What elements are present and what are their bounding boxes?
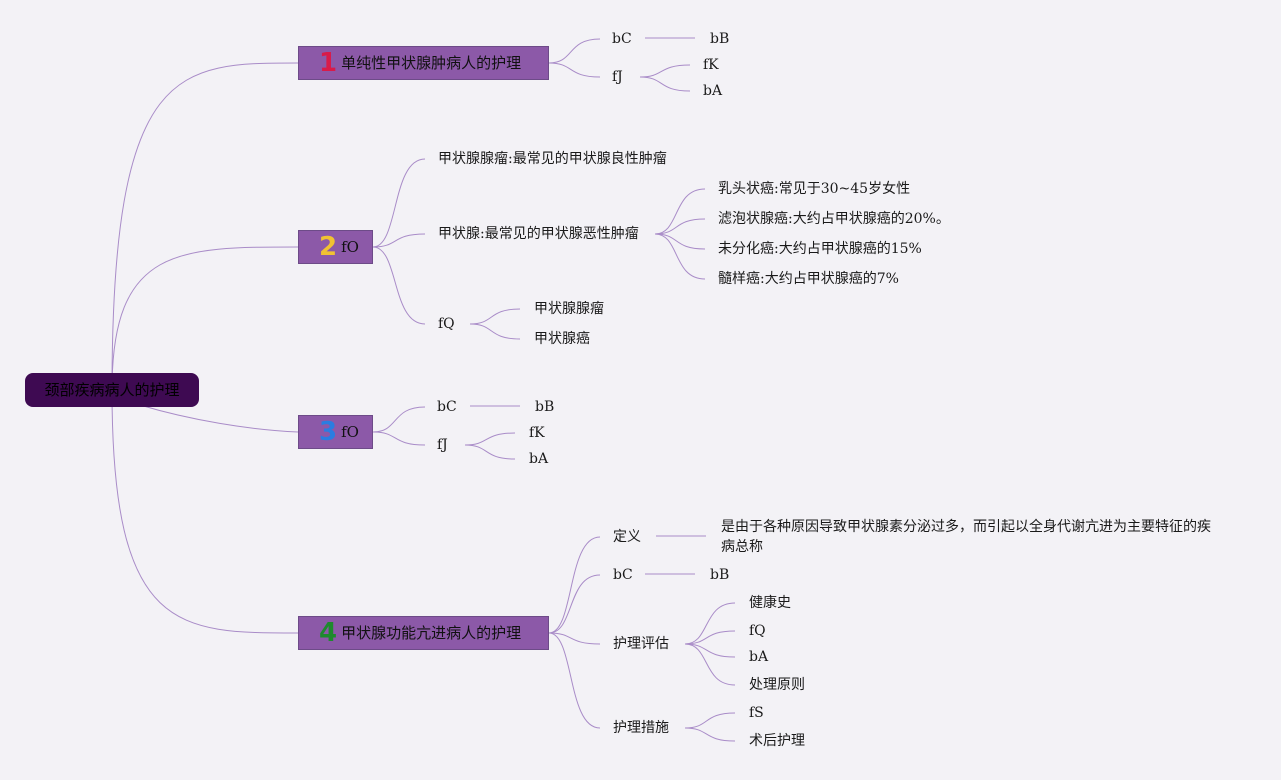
topic-3-fj-leaf-2[interactable]: bA: [529, 451, 549, 467]
topic-3-bc-leaf[interactable]: bB: [535, 399, 555, 415]
link-measures-2: [684, 727, 736, 742]
topic-3-child-bc[interactable]: bC: [437, 399, 457, 415]
topic-2-node[interactable]: 2 fO: [298, 230, 373, 264]
number-3-icon: 3: [319, 417, 338, 447]
topic-1-bc-leaf[interactable]: bB: [710, 31, 730, 47]
link-t1-fj-leaf-2: [639, 76, 691, 92]
assessment-leaf-2[interactable]: fQ: [749, 623, 766, 639]
link-mal-1: [654, 188, 706, 235]
link-root-topic-4: [111, 389, 299, 634]
link-assess-3: [684, 643, 736, 658]
link-mal-2: [654, 218, 706, 235]
topic-1-child-fj[interactable]: fJ: [612, 69, 623, 85]
link-fq-1: [469, 308, 521, 325]
malignant-leaf-2[interactable]: 滤泡状腺癌:大约占甲状腺癌的20%。: [718, 211, 950, 227]
topic-3-label: fO: [341, 423, 359, 441]
measures-leaf-1[interactable]: fS: [749, 705, 764, 721]
malignant-leaf-4[interactable]: 髓样癌:大约占甲状腺癌的7%: [718, 271, 899, 287]
link-assess-1: [684, 602, 736, 645]
topic-1-child-bc[interactable]: bC: [612, 31, 632, 47]
topic-4-label: 甲状腺功能亢进病人的护理: [341, 624, 522, 642]
link-assess-4: [684, 643, 736, 686]
topic-2-child-fq[interactable]: fQ: [438, 316, 455, 332]
topic-4-child-measures[interactable]: 护理措施: [613, 720, 669, 736]
link-t3-bc: [372, 406, 426, 433]
link-t4-assess: [548, 632, 601, 645]
link-t3-fj-leaf-1: [464, 432, 516, 446]
malignant-leaf-1[interactable]: 乳头状癌:常见于30~45岁女性: [718, 181, 911, 197]
link-t4-measures: [548, 632, 601, 729]
topic-4-bc-leaf[interactable]: bB: [710, 567, 730, 583]
topic-4-node[interactable]: 4 甲状腺功能亢进病人的护理: [298, 616, 549, 650]
link-t4-bc: [548, 574, 601, 634]
topic-2-child-malignant[interactable]: 甲状腺:最常见的甲状腺恶性肿瘤: [438, 226, 639, 242]
link-mal-3: [654, 233, 706, 250]
link-mal-4: [654, 233, 706, 280]
link-t2-malignant: [372, 233, 426, 248]
assessment-leaf-4[interactable]: 处理原则: [749, 677, 805, 693]
topic-1-node[interactable]: 1 单纯性甲状腺肿病人的护理: [298, 46, 549, 80]
topic-2-fq-leaf-1[interactable]: 甲状腺腺瘤: [534, 301, 604, 317]
link-t2-benign: [372, 158, 426, 248]
link-t1-fj: [548, 62, 601, 78]
topic-2-fq-leaf-2[interactable]: 甲状腺癌: [534, 331, 590, 347]
topic-4-child-definition[interactable]: 定义: [613, 529, 641, 545]
measures-leaf-2[interactable]: 术后护理: [749, 733, 805, 749]
link-assess-2: [684, 630, 736, 645]
link-root-topic-1: [111, 62, 299, 391]
number-4-icon: 4: [319, 618, 338, 648]
link-fq-2: [469, 323, 521, 340]
definition-text[interactable]: 是由于各种原因导致甲状腺素分泌过多，而引起以全身代谢亢进为主要特征的疾病总称: [721, 519, 1211, 555]
topic-1-fj-leaf-2[interactable]: bA: [703, 83, 723, 99]
link-root-topic-2: [111, 246, 299, 391]
assessment-leaf-1[interactable]: 健康史: [749, 595, 791, 611]
topic-2-label: fO: [341, 238, 359, 256]
topic-4-child-bc[interactable]: bC: [613, 567, 633, 583]
topic-1-fj-leaf-1[interactable]: fK: [703, 57, 719, 73]
link-t2-fq: [372, 246, 426, 325]
number-2-icon: 2: [319, 232, 338, 262]
link-measures-1: [684, 712, 736, 729]
root-label: 颈部疾病病人的护理: [44, 381, 180, 399]
link-t3-fj: [372, 431, 426, 446]
assessment-leaf-3[interactable]: bA: [749, 649, 769, 665]
malignant-leaf-3[interactable]: 未分化癌:大约占甲状腺癌的15%: [718, 241, 922, 257]
root-node[interactable]: 颈部疾病病人的护理: [25, 373, 199, 407]
topic-3-child-fj[interactable]: fJ: [437, 437, 448, 453]
topic-4-child-assessment[interactable]: 护理评估: [613, 636, 669, 652]
link-t1-bc: [548, 38, 601, 64]
topic-2-child-benign[interactable]: 甲状腺腺瘤:最常见的甲状腺良性肿瘤: [438, 151, 667, 167]
topic-1-label: 单纯性甲状腺肿病人的护理: [341, 54, 522, 72]
link-root-topic-3: [139, 404, 299, 433]
link-t1-fj-leaf-1: [639, 64, 691, 78]
topic-3-fj-leaf-1[interactable]: fK: [529, 425, 545, 441]
link-t4-def: [548, 536, 601, 634]
number-1-icon: 1: [319, 48, 338, 78]
topic-3-node[interactable]: 3 fO: [298, 415, 373, 449]
link-t3-fj-leaf-2: [464, 444, 516, 460]
